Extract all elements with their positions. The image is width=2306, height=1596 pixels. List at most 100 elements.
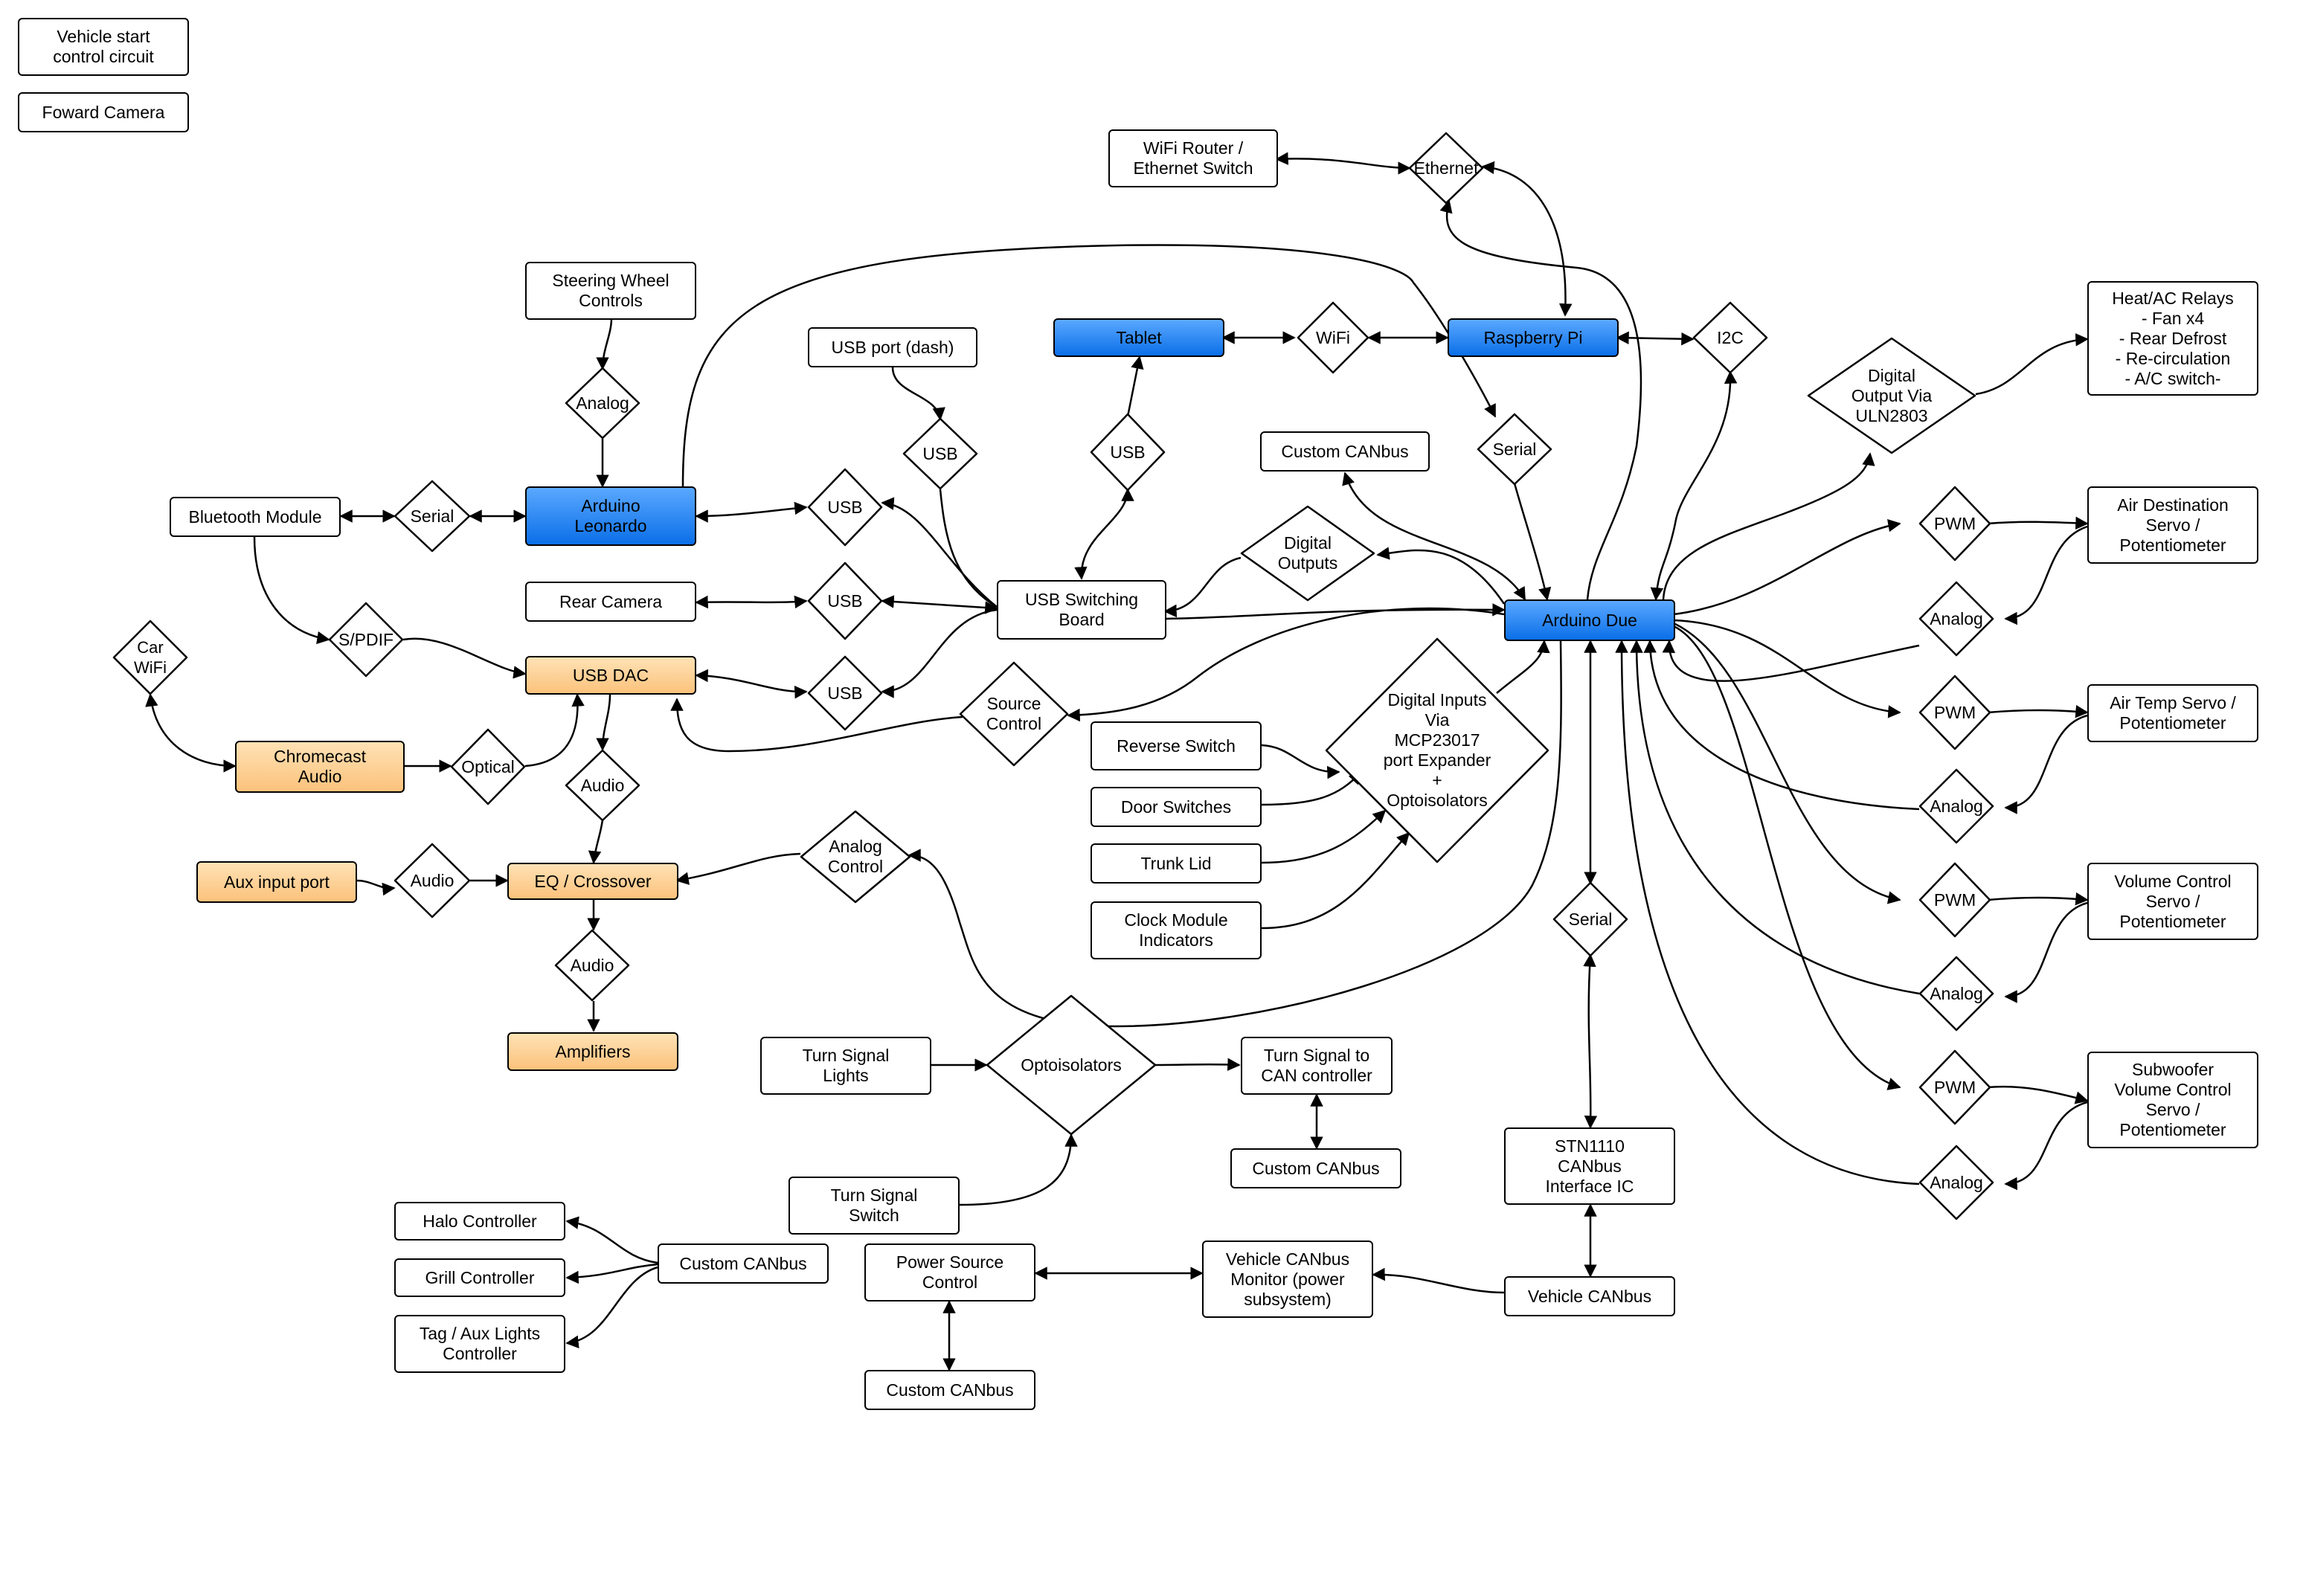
wire-analog1-due — [1662, 640, 1920, 682]
tag-aux-lights-controller: Tag / Aux Lights Controller — [394, 1315, 565, 1373]
wire-spdif-dac — [402, 637, 527, 679]
wire-audio-eq — [588, 819, 604, 864]
wire-door-di — [1261, 770, 1363, 806]
wire-clock-di — [1261, 831, 1410, 930]
bluetooth-module: Bluetooth Module — [170, 497, 341, 537]
wire-steering-analog — [596, 318, 613, 370]
wire-uln-heat — [1975, 333, 2089, 396]
door-switches: Door Switches — [1091, 787, 1262, 827]
turn-signal-lights: Turn Signal Lights — [760, 1037, 931, 1095]
wire-usb-switch-tab — [1074, 488, 1134, 580]
usb-port-dash: USB port (dash) — [808, 327, 977, 367]
wire-turnswitch-opto — [959, 1133, 1078, 1206]
i2c-connector: I2C — [1692, 301, 1768, 374]
source-control: Source Control — [959, 661, 1069, 767]
wire-pwm4-sub — [1987, 1085, 2089, 1104]
wire-leonardo-usb — [695, 501, 808, 523]
wifi-tablet-connector: WiFi — [1297, 301, 1369, 374]
power-source-control: Power Source Control — [864, 1243, 1035, 1301]
wire-airdest-analog1 — [2004, 525, 2088, 625]
wire-ethernet-rpi — [1481, 161, 1573, 317]
wire-due-source — [1067, 607, 1505, 722]
custom-canbus-lighting: Custom CANbus — [658, 1243, 829, 1284]
wire-di-due — [1496, 640, 1550, 694]
audio-aux-connector: Audio — [394, 843, 471, 918]
wire-due-pwm1 — [1673, 519, 1901, 616]
analog-control: Analog Control — [800, 810, 911, 904]
vehicle-start-control-circuit: Vehicle start control circuit — [18, 18, 189, 76]
tablet: Tablet — [1053, 318, 1224, 357]
wire-usbrear-switch — [881, 595, 998, 614]
usb-dac-connector: USB — [807, 655, 883, 731]
wire-leonardo-serial-rpi — [681, 244, 1497, 487]
eq-crossover: EQ / Crossover — [507, 863, 678, 900]
wire-analog4-due — [1615, 640, 1920, 1185]
vehicle-canbus-monitor: Vehicle CANbus Monitor (power subsystem) — [1202, 1241, 1373, 1318]
vehicle-canbus: Vehicle CANbus — [1504, 1276, 1675, 1316]
wire-pwm2-airtemp — [1987, 704, 2089, 718]
audio-amp-connector: Audio — [554, 929, 630, 1002]
car-wifi: Car WiFi — [112, 620, 188, 695]
wire-ethernet-due — [1439, 199, 1642, 600]
wire-usbdac-switch — [881, 608, 998, 698]
custom-canbus-power: Custom CANbus — [864, 1370, 1035, 1410]
serial-rpi-connector: Serial — [1477, 413, 1552, 486]
aux-input-port: Aux input port — [196, 861, 357, 903]
wire-trunk-di — [1261, 809, 1387, 864]
digital-inputs-expander: Digital Inputs Via MCP23017 port Expande… — [1325, 637, 1549, 863]
digital-outputs-connector: Digital Outputs — [1240, 505, 1375, 602]
wire-sub-analog4 — [2004, 1101, 2088, 1191]
wire-due-pwm3 — [1673, 622, 1901, 904]
wire-pwm3-volume — [1987, 892, 2089, 906]
audio-dac-connector: Audio — [565, 749, 640, 822]
wire-usbdash-switch — [939, 489, 998, 608]
wire-due-pwm2 — [1673, 619, 1901, 718]
wire-digout-switch — [1163, 556, 1242, 618]
wire-dash-usb — [891, 367, 945, 421]
wire-router-ethernet — [1275, 152, 1411, 175]
wire-opto-turncan — [1154, 1058, 1241, 1072]
wire-due-pwm4 — [1673, 625, 1901, 1090]
wire-optical-dac — [524, 693, 585, 768]
wire-rear-usb — [695, 595, 808, 609]
chromecast-audio: Chromecast Audio — [235, 741, 405, 793]
pwm-connector-3: PWM — [1918, 862, 1991, 938]
pwm-connector-2: PWM — [1918, 675, 1991, 750]
wire-carwifi-chromecast — [145, 693, 237, 773]
wire-bt-spdif — [253, 536, 330, 645]
wire-tablet-usb — [1126, 355, 1144, 417]
wire-due-analogctl — [908, 640, 1562, 1028]
spdif-connector: S/PDIF — [328, 602, 404, 678]
wire-dac-usb — [695, 669, 808, 699]
usb-leonardo-connector: USB — [807, 468, 883, 547]
rear-camera: Rear Camera — [525, 582, 696, 622]
heat-ac-relays: Heat/AC Relays - Fan x4 - Rear Defrost -… — [2087, 281, 2258, 396]
halo-controller: Halo Controller — [394, 1202, 565, 1241]
wire-vcan-monitor — [1372, 1267, 1505, 1294]
wire-analog2-due — [1643, 640, 1920, 811]
turn-signal-switch: Turn Signal Switch — [789, 1177, 960, 1235]
wire-reverse-di — [1261, 744, 1340, 779]
wire-i2c-due — [1650, 370, 1738, 601]
volume-control-servo: Volume Control Servo / Potentiometer — [2087, 863, 2258, 940]
wire-pwm1-airdest — [1987, 516, 2089, 530]
pwm-connector-4: PWM — [1918, 1049, 1991, 1125]
usb-dac: USB DAC — [525, 656, 696, 695]
wifi-router-ethernet-switch: WiFi Router / Ethernet Switch — [1108, 129, 1278, 187]
serial-due-connector: Serial — [1552, 881, 1628, 957]
optoisolators: Optoisolators — [986, 994, 1157, 1136]
optical-connector: Optical — [450, 728, 526, 805]
trunk-lid: Trunk Lid — [1091, 843, 1262, 884]
wire-canbus-due — [1342, 472, 1526, 601]
wire-usb-switch-leo — [881, 497, 998, 608]
air-destination-servo: Air Destination Servo / Potentiometer — [2087, 486, 2258, 564]
steering-wheel-controls: Steering Wheel Controls — [525, 262, 696, 320]
stn1110-canbus-interface: STN1110 CANbus Interface IC — [1504, 1127, 1675, 1205]
analog-connector-3: Analog — [1918, 956, 1994, 1032]
usb-rear-camera-connector: USB — [807, 562, 883, 640]
raspberry-pi: Raspberry Pi — [1448, 318, 1619, 357]
usb-dash-connector: USB — [902, 417, 978, 490]
analog-connector-4: Analog — [1918, 1145, 1994, 1220]
analog-steering-connector: Analog — [565, 367, 640, 440]
